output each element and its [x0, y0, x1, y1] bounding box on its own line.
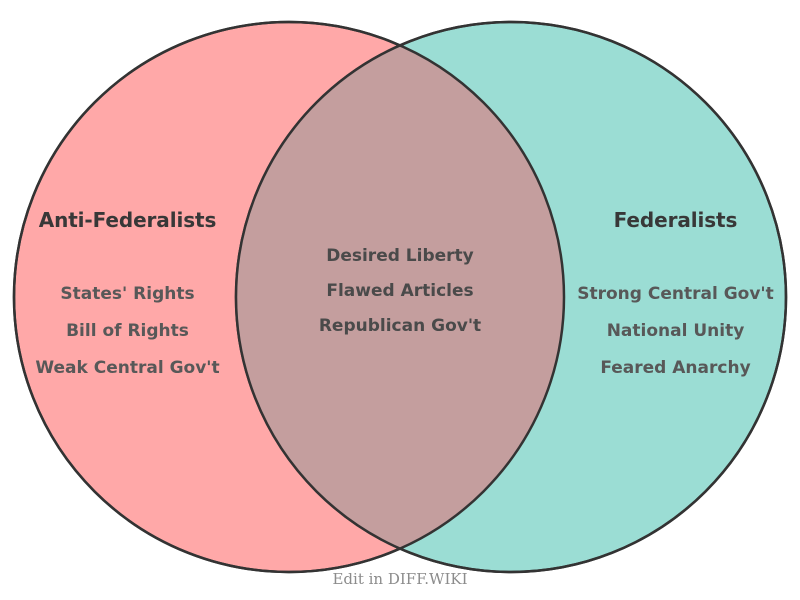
right-set-group: Federalists Strong Central Gov't Nationa…	[558, 208, 793, 397]
left-set-outline	[12, 20, 566, 574]
intersection-group: Desired Liberty Flawed Articles Republic…	[290, 248, 510, 353]
list-item: National Unity	[606, 321, 745, 341]
list-item: Bill of Rights	[66, 321, 189, 341]
left-set-group: Anti-Federalists States' Rights Bill of …	[10, 208, 245, 397]
right-set-outline	[234, 20, 788, 574]
right-set-item-list: Strong Central Gov't National Unity Fear…	[558, 286, 793, 377]
list-item: Desired Liberty	[326, 246, 474, 266]
list-item: Weak Central Gov't	[35, 358, 220, 378]
list-item: Feared Anarchy	[600, 358, 751, 378]
list-item: States' Rights	[60, 284, 195, 304]
right-set-title: Federalists	[613, 208, 738, 232]
left-set-item-list: States' Rights Bill of Rights Weak Centr…	[10, 286, 245, 377]
list-item: Flawed Articles	[326, 281, 474, 301]
left-set-title: Anti-Federalists	[38, 208, 217, 232]
list-item: Republican Gov't	[318, 316, 482, 336]
list-item: Strong Central Gov't	[577, 284, 774, 304]
intersection-lens[interactable]	[236, 22, 786, 572]
edit-credit-link[interactable]: Edit in DIFF.WIKI	[332, 570, 468, 588]
intersection-item-list: Desired Liberty Flawed Articles Republic…	[290, 248, 510, 335]
